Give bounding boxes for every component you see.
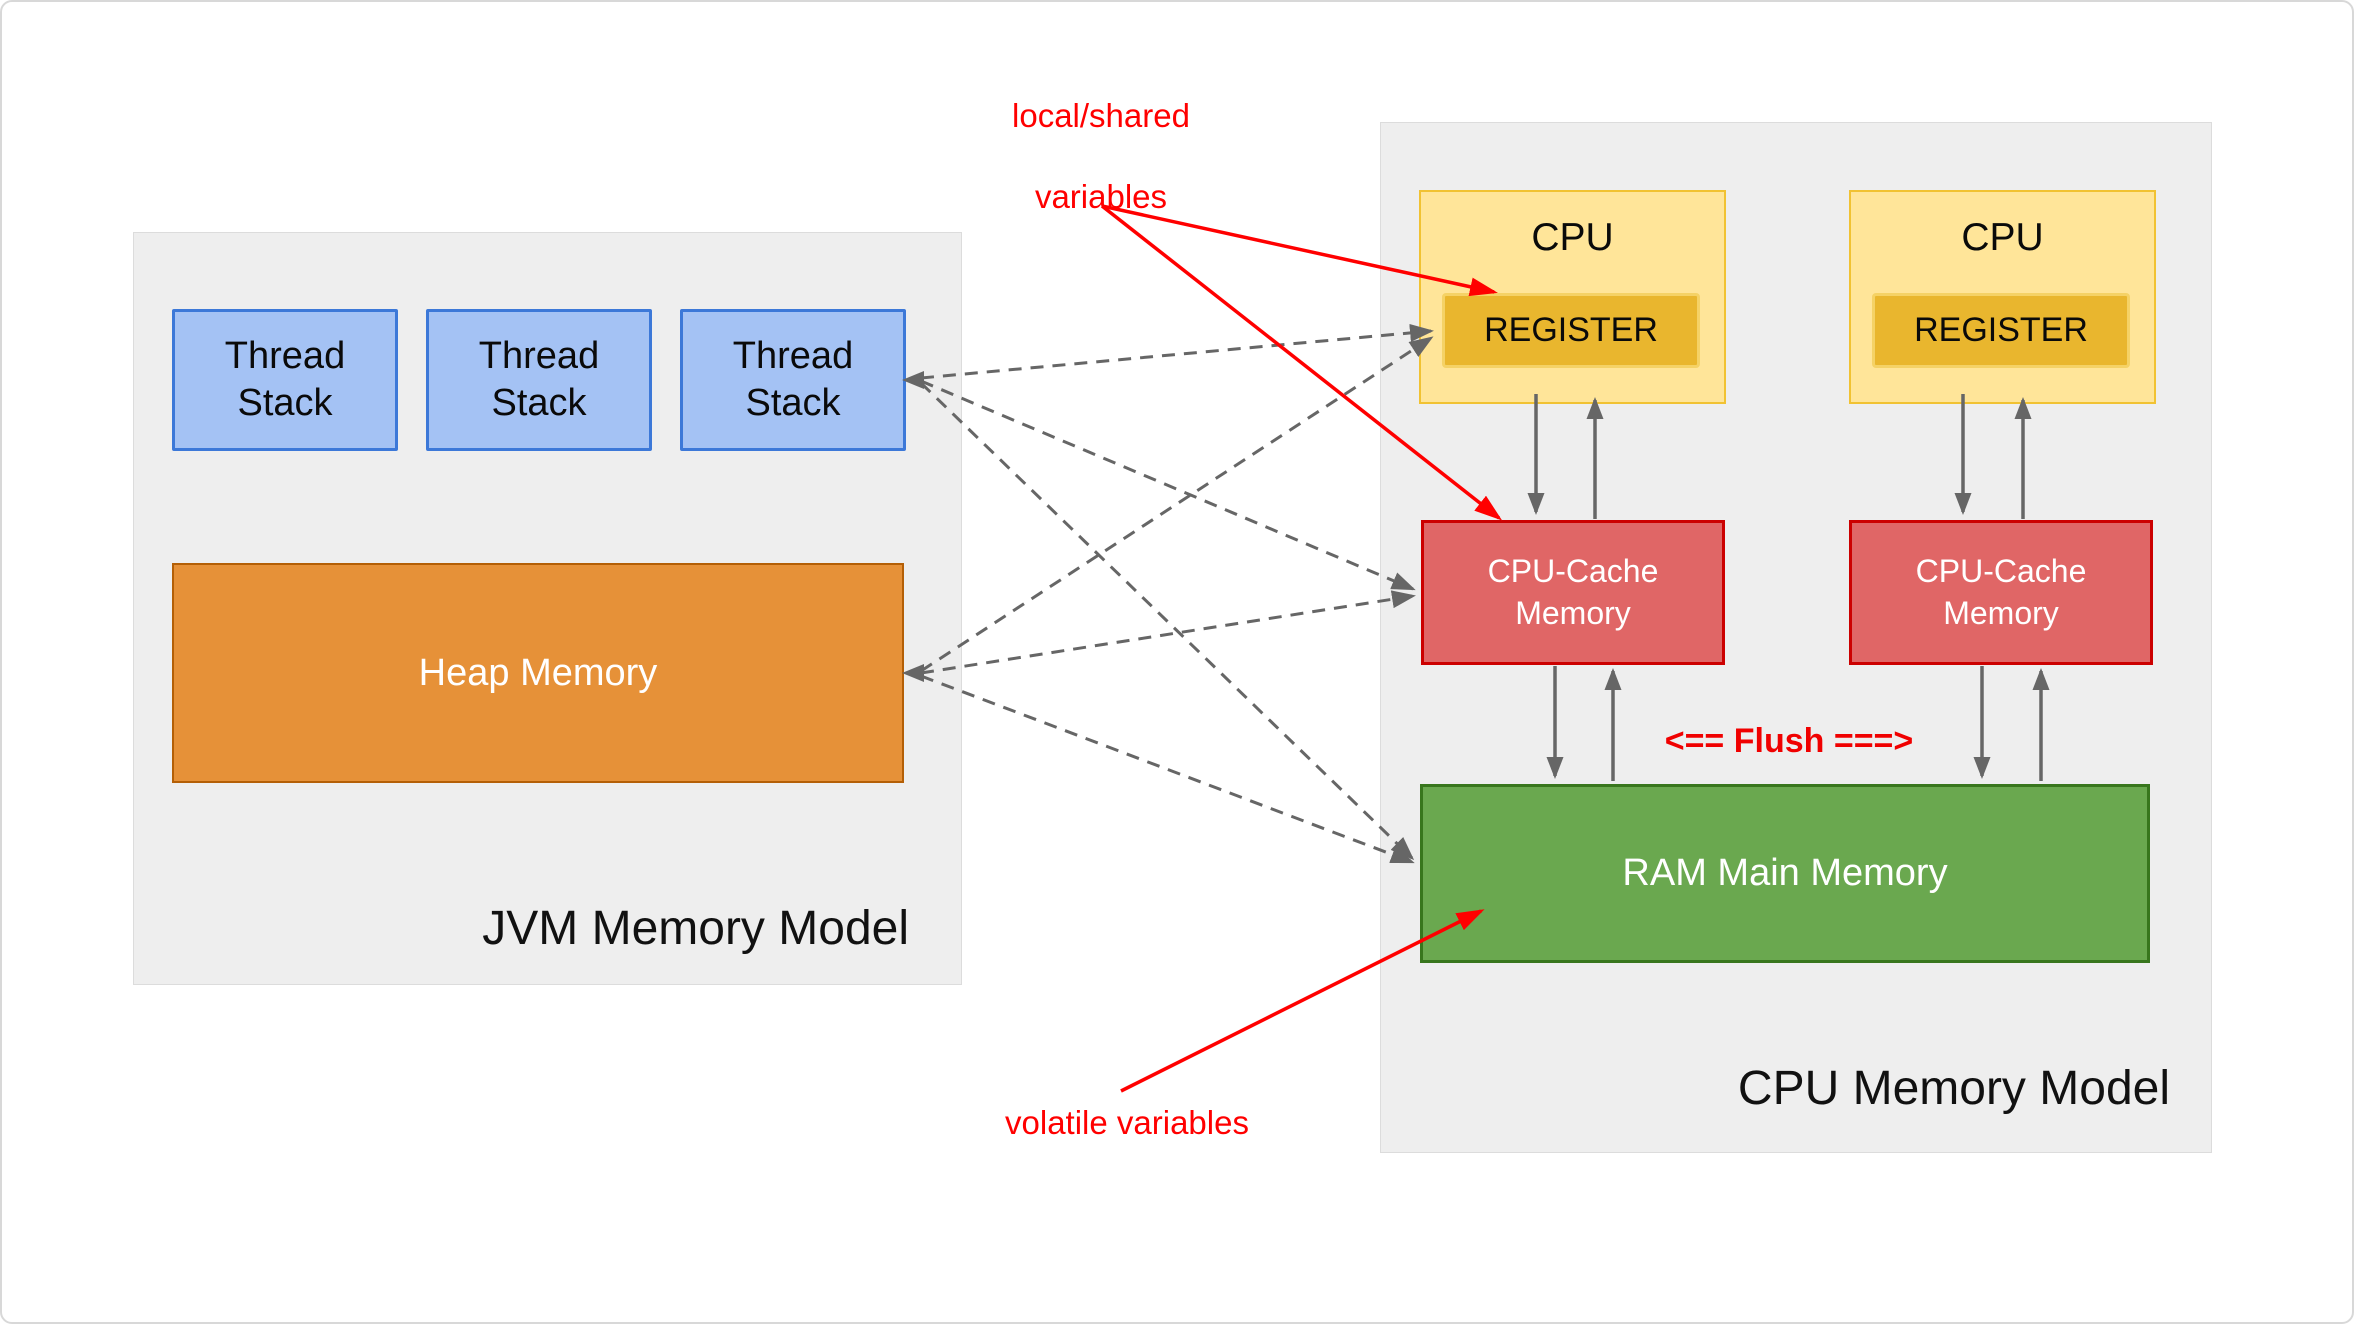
volatile-variables-label: volatile variables	[1005, 1104, 1249, 1141]
thread-stack-label-line1: Thread	[224, 334, 346, 377]
thread-stack-label-line2: Stack	[491, 382, 587, 424]
cpu-cache-label-line1: CPU-Cache	[1915, 552, 2087, 589]
cpu-cache-box-2: CPU-Cache Memory	[1849, 520, 2153, 665]
flush-annotation: <== Flush ===>	[1664, 722, 1914, 760]
thread-stack-label-line1: Thread	[478, 334, 600, 377]
cpu-box-1: CPU REGISTER	[1419, 190, 1726, 404]
local-shared-variables-annotation: local/shared variables	[940, 96, 1262, 217]
cpu-cache-label-line2: Memory	[1943, 594, 2059, 631]
cpu-memory-model-panel: CPU REGISTER CPU REGISTER CPU-Cache Memo…	[1380, 122, 2212, 1153]
register-box-2: REGISTER	[1872, 293, 2130, 368]
register-label: REGISTER	[1914, 311, 2088, 349]
local-shared-line1: local/shared	[1012, 97, 1190, 134]
thread-stack-box-3: Thread Stack	[680, 309, 906, 451]
volatile-variables-annotation: volatile variables	[957, 1103, 1297, 1143]
ram-main-memory-label: RAM Main Memory	[1622, 852, 1948, 894]
ram-main-memory-box: RAM Main Memory	[1420, 784, 2150, 963]
register-label: REGISTER	[1484, 311, 1658, 349]
thread-stack-box-1: Thread Stack	[172, 309, 398, 451]
cpu-cache-label-line2: Memory	[1515, 594, 1631, 631]
thread-stack-label-line2: Stack	[745, 382, 841, 424]
thread-stack-box-2: Thread Stack	[426, 309, 652, 451]
cpu-cache-label-line1: CPU-Cache	[1487, 552, 1659, 589]
cpu-label: CPU	[1961, 216, 2044, 259]
heap-memory-label: Heap Memory	[418, 651, 658, 694]
register-box-1: REGISTER	[1442, 293, 1700, 368]
cpu-box-2: CPU REGISTER	[1849, 190, 2156, 404]
thread-stack-label-line1: Thread	[732, 334, 854, 377]
jvm-memory-model-panel: Thread Stack Thread Stack Thread Stack H…	[133, 232, 962, 985]
cpu-label: CPU	[1531, 216, 1614, 259]
local-shared-line2: variables	[1034, 177, 1168, 215]
heap-memory-box: Heap Memory	[172, 563, 904, 783]
jvm-panel-title: JVM Memory Model	[482, 902, 909, 955]
cpu-cache-box-1: CPU-Cache Memory	[1421, 520, 1725, 665]
cpu-panel-title: CPU Memory Model	[1737, 1062, 2170, 1115]
thread-stack-label-line2: Stack	[237, 382, 333, 424]
